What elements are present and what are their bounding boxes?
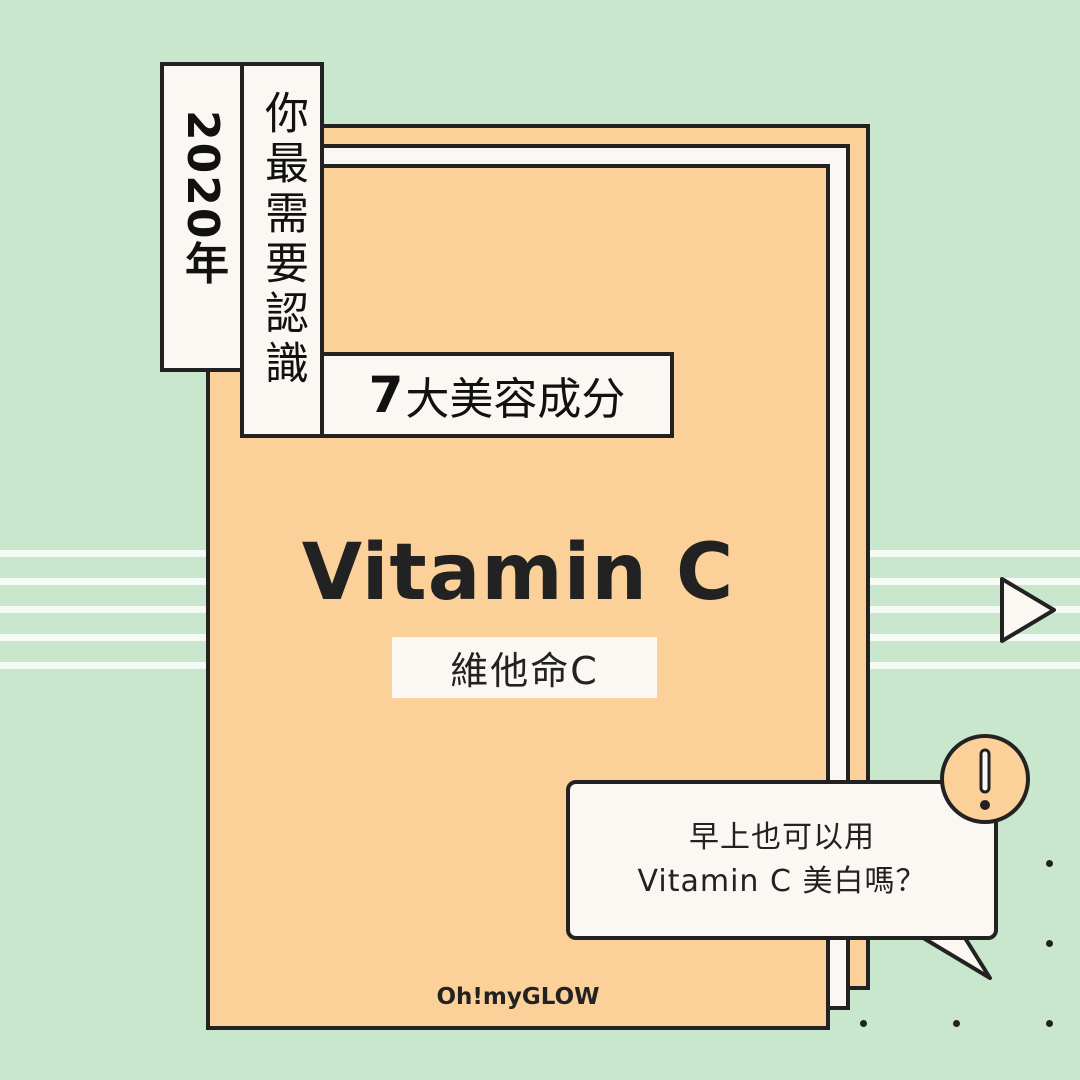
tag-number: 7 xyxy=(368,366,404,424)
main-title: Vitamin C xyxy=(301,528,735,618)
decor-dot xyxy=(860,1020,867,1027)
tag-text: 大美容成分 xyxy=(405,374,626,425)
headline-box: 你最需要認識 xyxy=(240,62,324,438)
headline-vertical: 你最需要認識 xyxy=(257,90,308,390)
exclamation-icon xyxy=(940,734,1030,824)
decor-dot xyxy=(953,1020,960,1027)
brand-logo: Oh!myGLOW xyxy=(436,984,600,1010)
year-label: 2020年 xyxy=(177,110,228,287)
year-label-box: 2020年 xyxy=(160,62,244,372)
subtitle: 維他命C xyxy=(392,637,657,698)
bubble-line-2: Vitamin C 美白嗎？ xyxy=(637,864,927,899)
decor-dot xyxy=(1046,1020,1053,1027)
bubble-line-1: 早上也可以用 xyxy=(689,820,875,855)
speech-bubble: 早上也可以用 Vitamin C 美白嗎？ xyxy=(566,780,998,940)
decor-dot xyxy=(1046,860,1053,867)
decor-dot xyxy=(1046,940,1053,947)
play-triangle-icon[interactable] xyxy=(998,575,1060,645)
ingredient-count-tag: 7 大美容成分 xyxy=(320,352,674,438)
